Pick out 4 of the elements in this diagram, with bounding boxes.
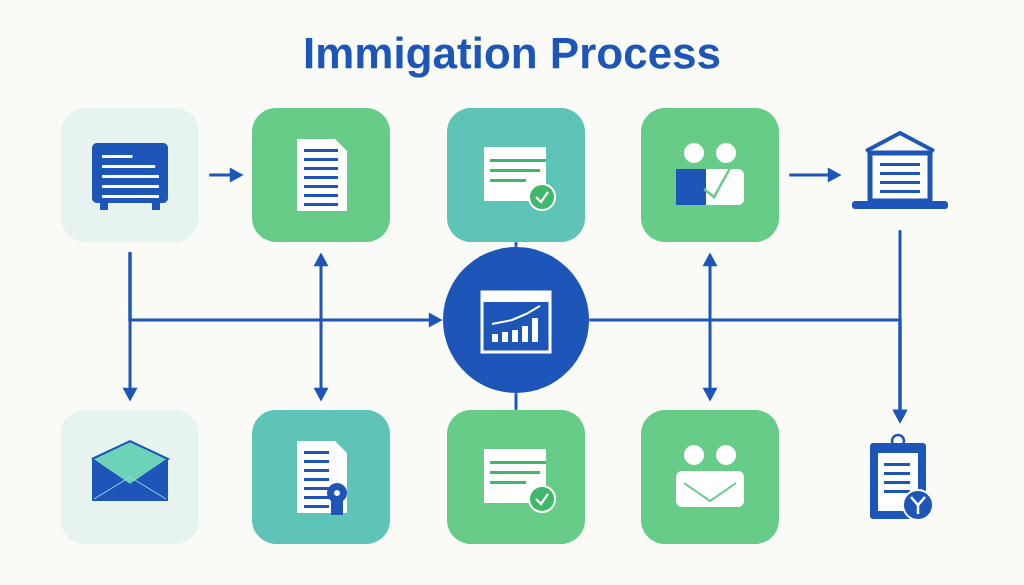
building-icon	[852, 130, 948, 209]
title: Immigation Process	[305, 36, 720, 78]
clipboard-icon	[870, 433, 934, 521]
hub-circle	[443, 247, 589, 393]
